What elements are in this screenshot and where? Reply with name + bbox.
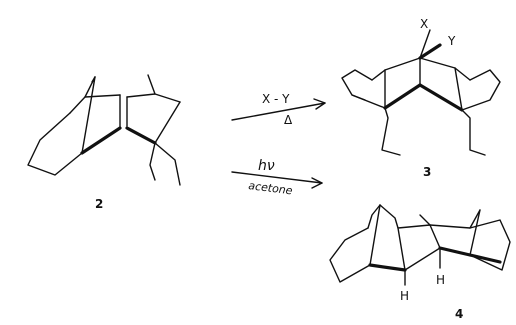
hydrogen-right: H	[436, 273, 445, 287]
arrow-1-reagent: X - Y	[262, 92, 290, 106]
compound-4-structure	[329, 204, 511, 286]
arrow-to-3	[231, 98, 326, 121]
compound-3-label: 3	[423, 165, 431, 179]
hydrogen-left: H	[400, 289, 409, 303]
compound-4-label: 4	[455, 307, 463, 321]
arrow-to-4	[231, 171, 323, 189]
arrow-2-condition: acetone	[248, 179, 294, 197]
compound-2-label: 2	[95, 197, 103, 211]
arrow-1-condition: Δ	[284, 113, 293, 127]
substituent-y: Y	[447, 34, 456, 48]
arrow-2-reagent: hν	[258, 158, 275, 174]
substituent-x: X	[420, 17, 428, 31]
compound-2-structure	[27, 74, 181, 186]
compound-3-structure	[341, 29, 501, 156]
